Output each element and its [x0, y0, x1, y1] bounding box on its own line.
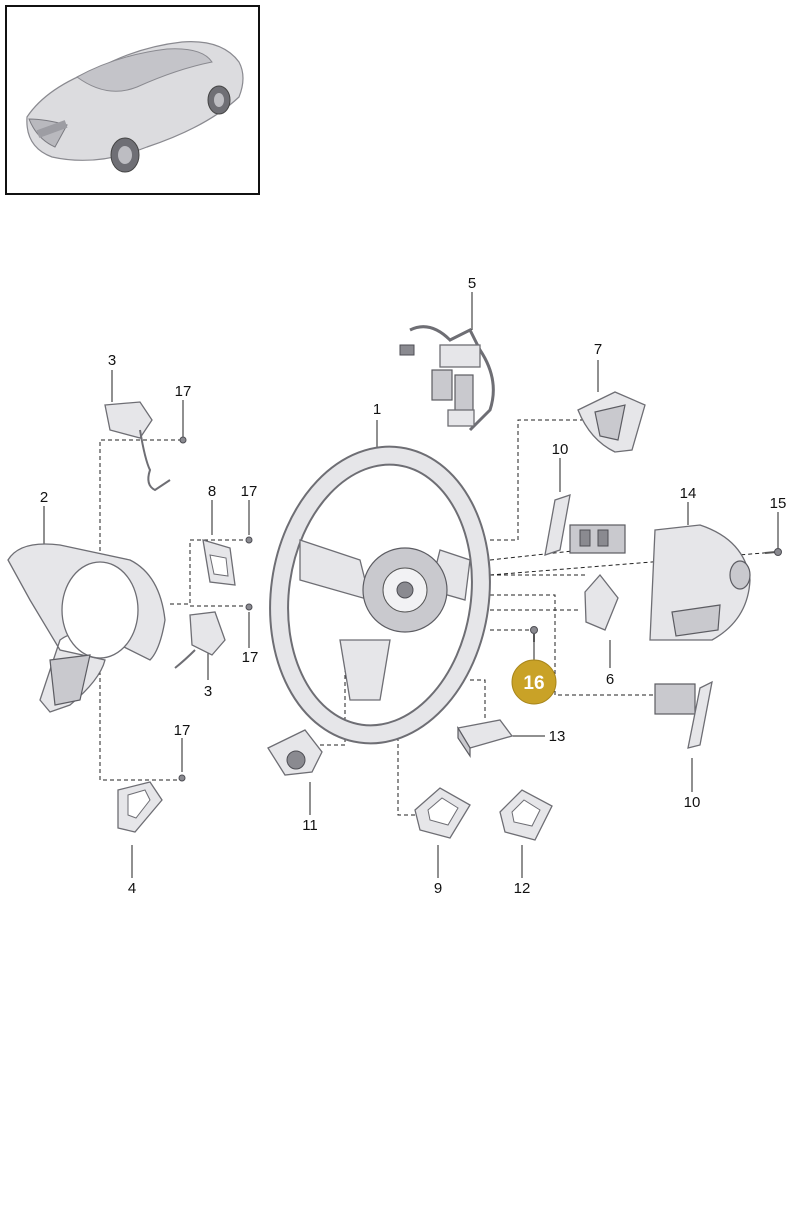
part-screw-16[interactable] — [530, 626, 538, 643]
part-wheel-trim[interactable] — [7, 543, 166, 713]
part-shift-paddle-lower[interactable] — [654, 680, 713, 749]
callout-3-upper[interactable]: 3 — [108, 352, 116, 369]
part-screw-17-a[interactable] — [179, 436, 187, 444]
callout-11[interactable]: 11 — [302, 817, 318, 834]
callout-17-b[interactable]: 17 — [241, 483, 258, 500]
callout-12[interactable]: 12 — [514, 880, 531, 897]
part-frame-9[interactable] — [414, 787, 471, 839]
callout-2[interactable]: 2 — [40, 489, 48, 506]
callout-16-highlight[interactable]: 16 — [511, 659, 557, 705]
part-column-shroud[interactable] — [649, 524, 751, 641]
part-screw-15[interactable] — [764, 548, 782, 556]
callout-17-a[interactable]: 17 — [175, 383, 192, 400]
part-switch-upper[interactable] — [104, 401, 171, 492]
callout-labels: 1 2 3 3 4 5 6 7 8 9 10 10 11 12 13 14 15… — [40, 275, 787, 897]
part-screw-17-c[interactable] — [245, 603, 253, 611]
part-clock-spring[interactable] — [267, 729, 323, 776]
part-bracket-4[interactable] — [117, 781, 163, 833]
car-illustration — [26, 41, 244, 173]
callout-4[interactable]: 4 — [128, 880, 136, 897]
part-bracket-8[interactable] — [202, 539, 236, 586]
highlight-badge[interactable] — [511, 659, 557, 705]
part-screw-17-d[interactable] — [178, 774, 186, 782]
callout-8[interactable]: 8 — [208, 483, 216, 500]
callout-7[interactable]: 7 — [594, 341, 602, 358]
callout-15[interactable]: 15 — [770, 495, 787, 512]
part-cover-trim[interactable] — [577, 391, 646, 453]
callout-1[interactable]: 1 — [373, 401, 381, 418]
part-control-unit[interactable] — [456, 719, 514, 758]
callout-3-lower[interactable]: 3 — [204, 683, 212, 700]
callout-9[interactable]: 9 — [434, 880, 442, 897]
callout-14[interactable]: 14 — [680, 485, 697, 502]
part-frame-12[interactable] — [499, 789, 553, 841]
callout-13[interactable]: 13 — [549, 728, 566, 745]
callout-5[interactable]: 5 — [468, 275, 476, 292]
part-screw-17-b[interactable] — [245, 536, 253, 544]
callout-10-upper[interactable]: 10 — [552, 441, 569, 458]
callout-17-d[interactable]: 17 — [174, 722, 191, 739]
callout-16[interactable]: 16 — [523, 673, 544, 694]
part-shift-paddle-upper[interactable] — [544, 494, 626, 556]
vehicle-thumbnail — [5, 5, 260, 195]
part-steering-wheel[interactable] — [261, 442, 498, 747]
callout-10-lower[interactable]: 10 — [684, 794, 701, 811]
callout-17-c[interactable]: 17 — [242, 649, 259, 666]
part-wiring-harness[interactable] — [399, 325, 495, 432]
leader-lines — [43, 292, 779, 878]
part-switch-lower[interactable] — [174, 611, 226, 669]
callout-6[interactable]: 6 — [606, 671, 614, 688]
part-bracket-6[interactable] — [584, 573, 619, 631]
